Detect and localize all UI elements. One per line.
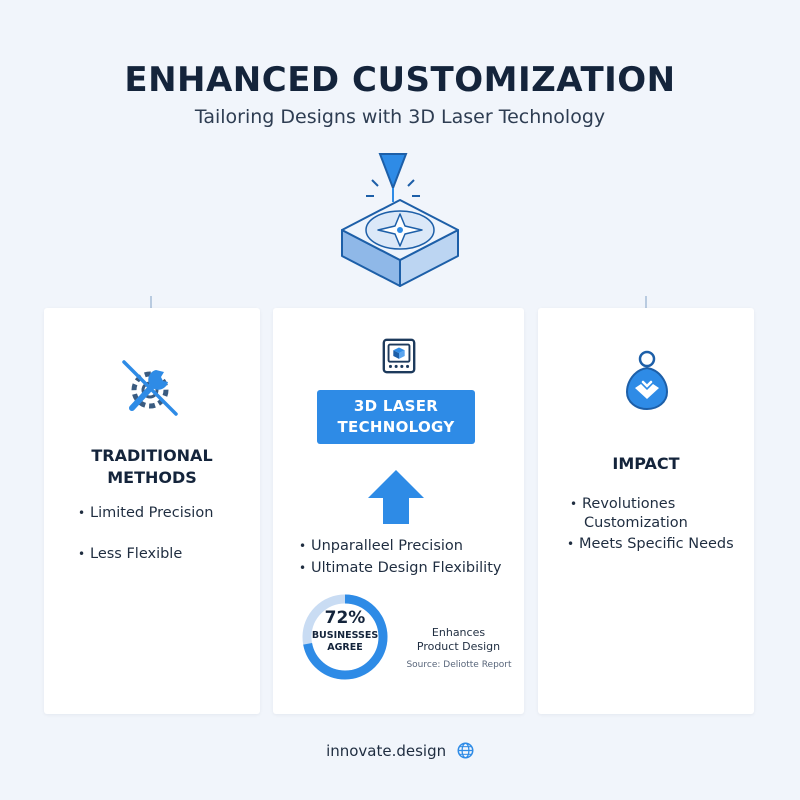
- stat-donut-chart: [302, 594, 388, 680]
- technology-label-line2: TECHNOLOGY: [337, 418, 455, 436]
- laser-engraver-icon: [341, 153, 459, 287]
- 3d-printer-icon: [382, 338, 416, 374]
- technology-label-box: 3D LASER TECHNOLOGY: [317, 390, 475, 444]
- stat-note: Enhances Product Design: [416, 626, 501, 653]
- globe-icon: [457, 742, 474, 759]
- technology-bullet: •Ultimate Design Flexibility: [299, 560, 502, 576]
- page-subtitle: Tailoring Designs with 3D Laser Technolo…: [194, 106, 606, 128]
- crossed-tools-icon: [122, 360, 178, 416]
- footer: innovate.design: [0, 742, 800, 760]
- impact-card: IMPACT •Revolutiones Customization •Meet…: [538, 308, 754, 714]
- stat-label: BUSINESSES AGREE: [311, 630, 379, 653]
- stat-source: Source: Deliotte Report: [406, 660, 512, 670]
- traditional-heading-line2: METHODS: [107, 468, 197, 487]
- technology-bullet: •Unparalleel Precision: [299, 538, 463, 554]
- traditional-bullet: •Limited Precision: [78, 505, 214, 521]
- impact-bullet-continuation: Customization: [584, 515, 688, 531]
- impact-bullet: •Meets Specific Needs: [567, 536, 734, 552]
- hands-heart-icon: [625, 350, 669, 411]
- impact-heading: IMPACT: [612, 454, 680, 473]
- technology-label-line1: 3D LASER: [353, 397, 439, 415]
- impact-bullet: •Revolutiones: [570, 496, 676, 512]
- traditional-methods-card: TRADITIONAL METHODS •Limited Precision •…: [44, 308, 260, 714]
- up-arrow-icon: [368, 470, 424, 524]
- laser-technology-card: 3D LASER TECHNOLOGY •Unparalleel Precisi…: [273, 308, 524, 714]
- stat-donut-arc: [302, 594, 388, 680]
- traditional-bullet: •Less Flexible: [78, 546, 183, 562]
- footer-link[interactable]: innovate.design: [326, 742, 447, 760]
- stat-percent: 72%: [324, 608, 366, 628]
- page-title: ENHANCED CUSTOMIZATION: [124, 60, 676, 100]
- traditional-heading-line1: TRADITIONAL: [91, 446, 213, 465]
